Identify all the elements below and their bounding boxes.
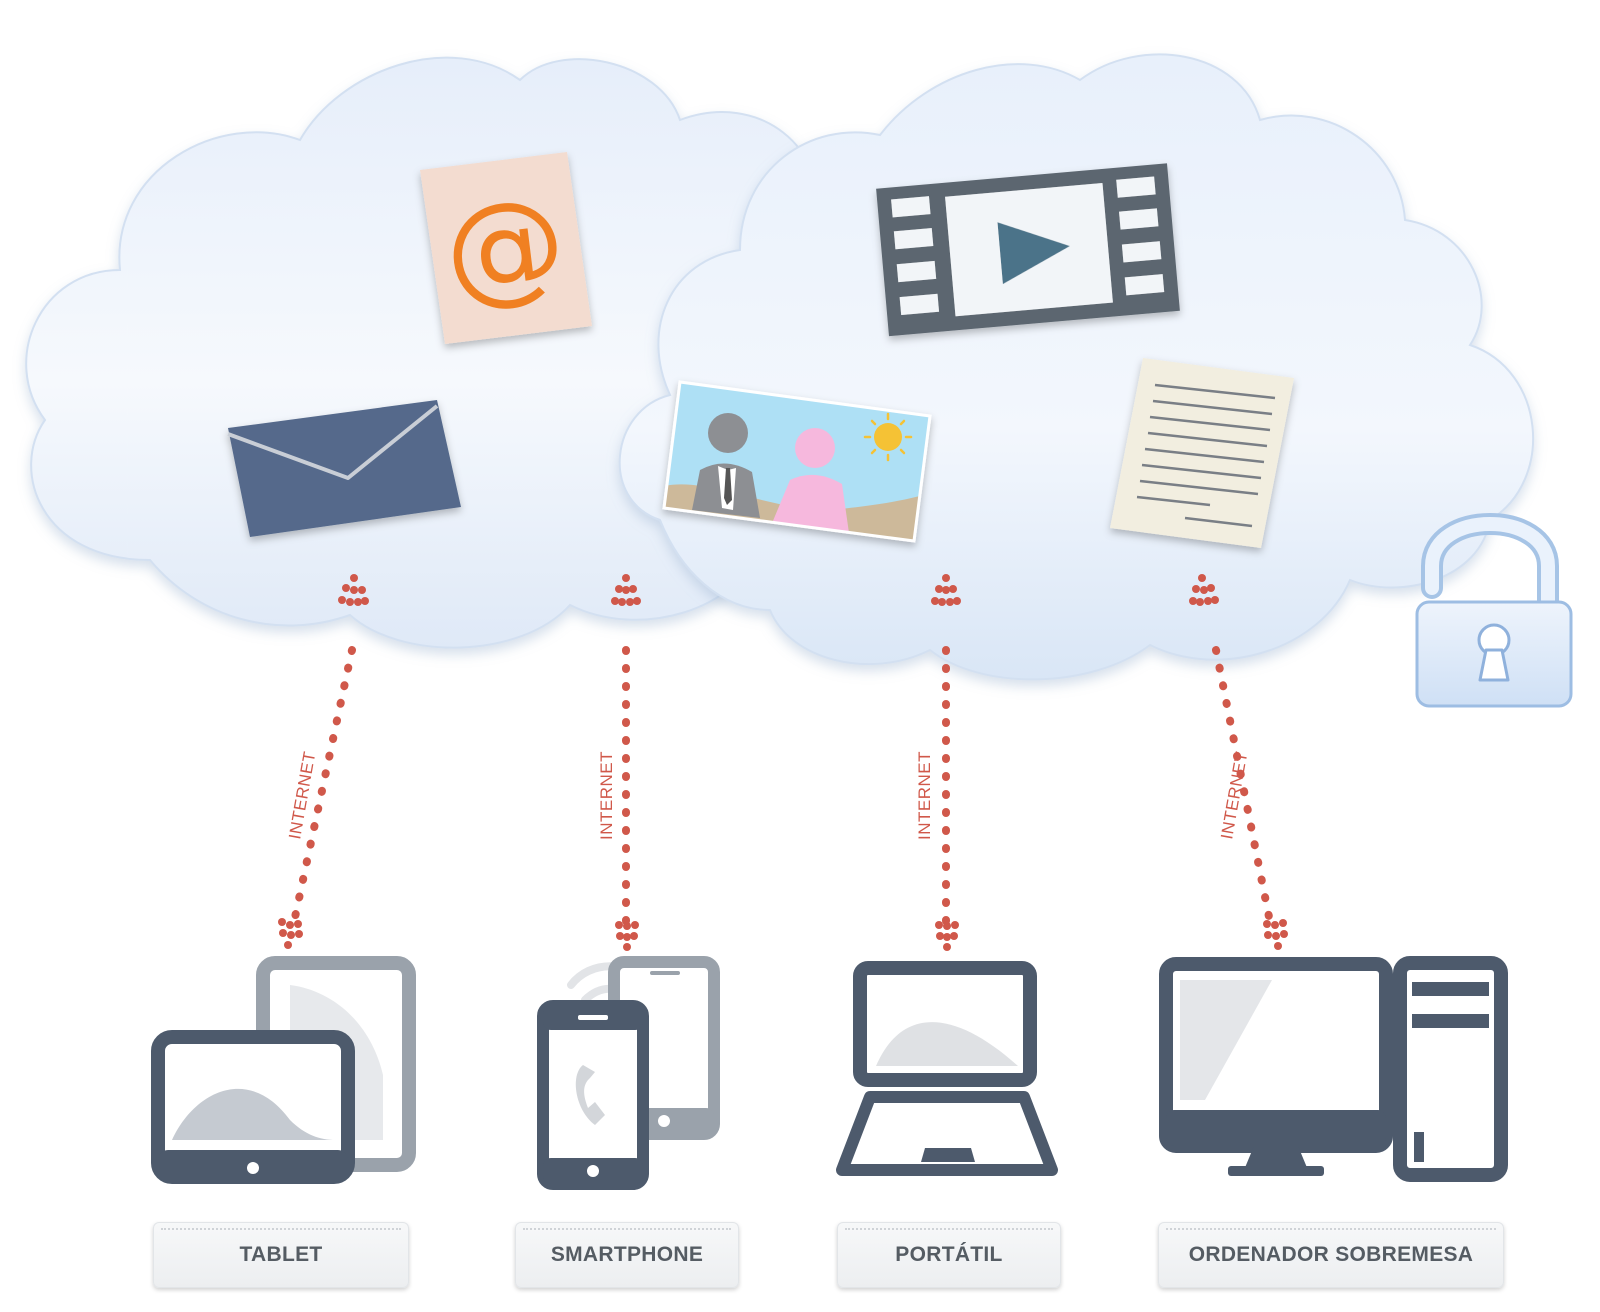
video-film-icon bbox=[876, 163, 1180, 337]
document-icon bbox=[1110, 358, 1294, 548]
internet-connection-laptop: INTERNET bbox=[915, 574, 961, 951]
internet-connection-smartphone: INTERNET bbox=[597, 574, 641, 951]
device-label-desktop: ORDENADOR SOBREMESA bbox=[1158, 1222, 1504, 1288]
desktop-computer-icon bbox=[1159, 956, 1508, 1182]
device-label-tablet: TABLET bbox=[153, 1222, 409, 1288]
photo-icon bbox=[662, 380, 932, 543]
open-padlock-icon bbox=[1415, 513, 1573, 708]
device-label-laptop: PORTÁTIL bbox=[837, 1222, 1061, 1288]
at-sign-icon: @ bbox=[420, 152, 592, 344]
internet-connection-tablet: INTERNET bbox=[278, 574, 369, 949]
tablet-icon bbox=[151, 956, 416, 1184]
smartphone-icon bbox=[537, 956, 720, 1190]
device-label-smartphone: SMARTPHONE bbox=[515, 1222, 739, 1288]
envelope-icon bbox=[227, 400, 461, 537]
svg-text:@: @ bbox=[437, 171, 573, 324]
svg-text:INTERNET: INTERNET bbox=[915, 751, 934, 840]
svg-text:INTERNET: INTERNET bbox=[597, 751, 616, 840]
laptop-icon bbox=[836, 961, 1058, 1176]
